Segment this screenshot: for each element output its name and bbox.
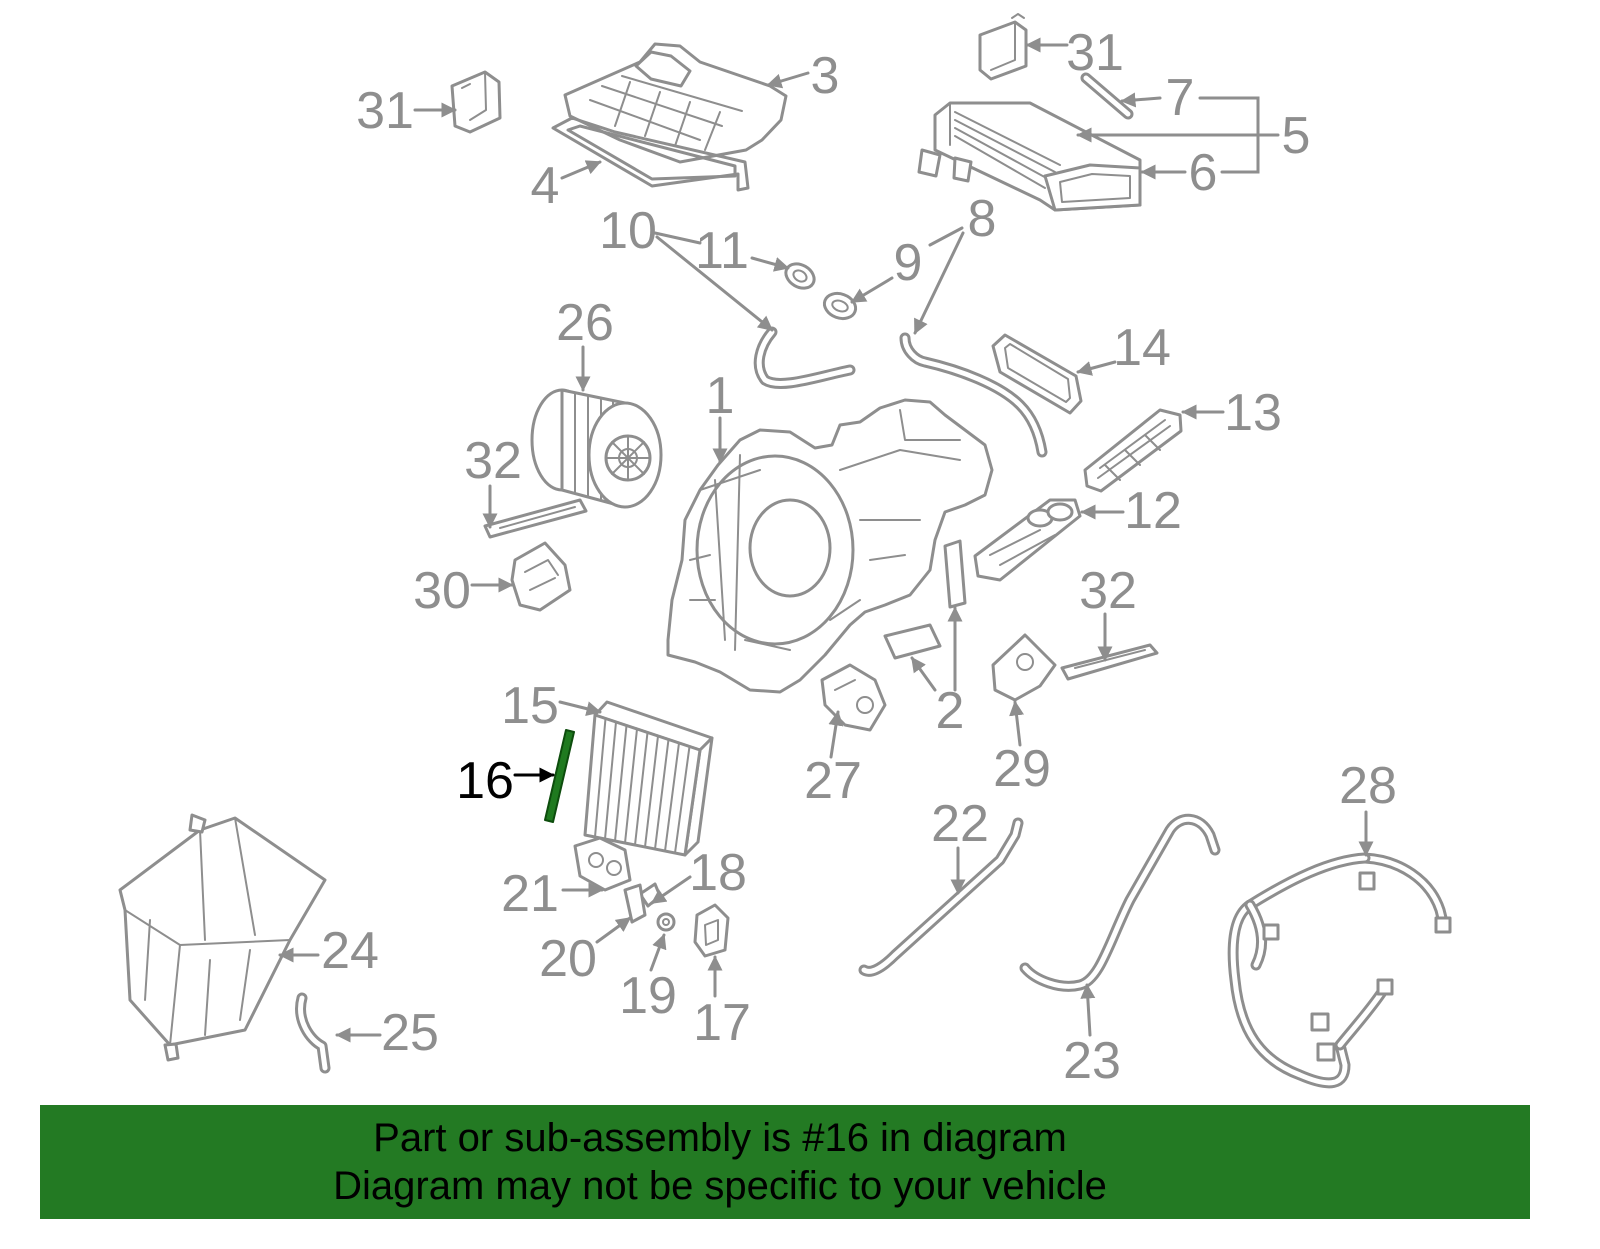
part-17-sensor — [693, 903, 730, 958]
leader-10-a — [653, 231, 702, 245]
callout-27: 27 — [804, 752, 862, 810]
part-27-actuator — [820, 663, 887, 732]
callout-26: 26 — [556, 294, 614, 352]
callout-3: 3 — [811, 47, 840, 105]
callout-12: 12 — [1124, 482, 1182, 540]
callout-13: 13 — [1224, 384, 1282, 442]
callout-10: 10 — [599, 202, 657, 260]
leader-11 — [750, 256, 790, 272]
callout-32-right: 32 — [1079, 562, 1137, 620]
part-23-pipe — [1019, 813, 1221, 992]
part-21-pipe-block — [573, 836, 632, 892]
callout-23: 23 — [1063, 1032, 1121, 1090]
callout-19: 19 — [619, 967, 677, 1025]
part-12-plate — [973, 498, 1082, 582]
callout-16-highlighted: 16 — [456, 752, 514, 810]
leader-8-a — [928, 226, 964, 247]
leader-14 — [1076, 360, 1117, 376]
leader-29 — [1009, 700, 1025, 747]
leader-10-b — [655, 235, 774, 332]
callout-22: 22 — [931, 795, 989, 853]
part-4-seal-frame — [551, 116, 750, 192]
part-11-connector — [784, 262, 816, 290]
callout-4: 4 — [531, 157, 560, 215]
leader-23 — [1080, 983, 1096, 1037]
part-1-main-housing — [666, 398, 994, 694]
part-20-clip — [623, 883, 647, 924]
leader-20 — [595, 916, 632, 944]
callout-7: 7 — [1166, 69, 1195, 127]
callout-17: 17 — [693, 994, 751, 1052]
callout-11: 11 — [695, 222, 749, 280]
part-3-upper-housing — [563, 42, 788, 164]
leader-19 — [649, 933, 667, 972]
callout-30: 30 — [413, 562, 471, 620]
part-19-washer — [656, 912, 676, 932]
part-28-wiring-harness — [1227, 852, 1452, 1089]
callout-29: 29 — [993, 740, 1051, 798]
part-15-evaporator — [583, 700, 714, 857]
callout-9: 9 — [894, 234, 923, 292]
part-2-seals — [883, 539, 967, 660]
part-29-actuator — [991, 633, 1057, 702]
callout-14: 14 — [1113, 319, 1171, 377]
part-7-tube — [1080, 72, 1134, 120]
part-26-blower-motor — [530, 388, 663, 509]
banner-line-part-info: Part or sub-assembly is #16 in diagram — [373, 1116, 1067, 1160]
callout-24: 24 — [321, 922, 379, 980]
callout-28: 28 — [1339, 757, 1397, 815]
part-6-gasket — [1043, 163, 1142, 212]
part-13-filter — [1083, 408, 1183, 493]
callout-31-left: 31 — [356, 82, 414, 140]
part-9-connector — [822, 291, 858, 321]
part-32-strip-right — [1060, 643, 1159, 681]
callout-5: 5 — [1282, 107, 1311, 165]
callout-32-left: 32 — [464, 432, 522, 490]
part-31-actuator-left — [450, 70, 502, 134]
leader-18 — [650, 875, 692, 905]
part-22-pipe — [858, 817, 1024, 977]
callout-8: 8 — [968, 190, 997, 248]
part-24-lower-case — [118, 813, 327, 1062]
leader-15 — [558, 700, 602, 717]
callout-31-top: 31 — [1066, 24, 1124, 82]
callout-18: 18 — [689, 844, 747, 902]
part-14-gasket — [991, 333, 1083, 415]
info-banner-text: Part or sub-assembly is #16 in diagram D… — [0, 1114, 1440, 1210]
callout-1: 1 — [706, 367, 735, 425]
leader-27 — [828, 710, 844, 759]
callout-25: 25 — [381, 1004, 439, 1062]
leader-7 — [1120, 92, 1162, 108]
part-8-hose — [899, 332, 1048, 458]
part-10-hose — [753, 326, 856, 389]
leader-3 — [766, 71, 810, 89]
info-banner — [40, 1105, 1530, 1219]
callout-15: 15 — [501, 677, 559, 735]
part-32-strip-left — [483, 498, 588, 539]
leader-8-b — [913, 231, 965, 335]
part-31-actuator-top — [978, 13, 1028, 81]
callout-21: 21 — [501, 865, 559, 923]
leader-2-b — [910, 656, 937, 692]
part-16-seal-highlighted — [544, 729, 575, 823]
callout-2: 2 — [936, 682, 965, 740]
banner-line-disclaimer: Diagram may not be specific to your vehi… — [333, 1164, 1107, 1208]
part-30-resistor — [510, 541, 572, 612]
leader-4 — [560, 160, 602, 180]
part-25-drain-elbow — [295, 992, 331, 1074]
callout-20: 20 — [539, 930, 597, 988]
leader-9 — [850, 276, 894, 304]
callout-6: 6 — [1189, 144, 1218, 202]
